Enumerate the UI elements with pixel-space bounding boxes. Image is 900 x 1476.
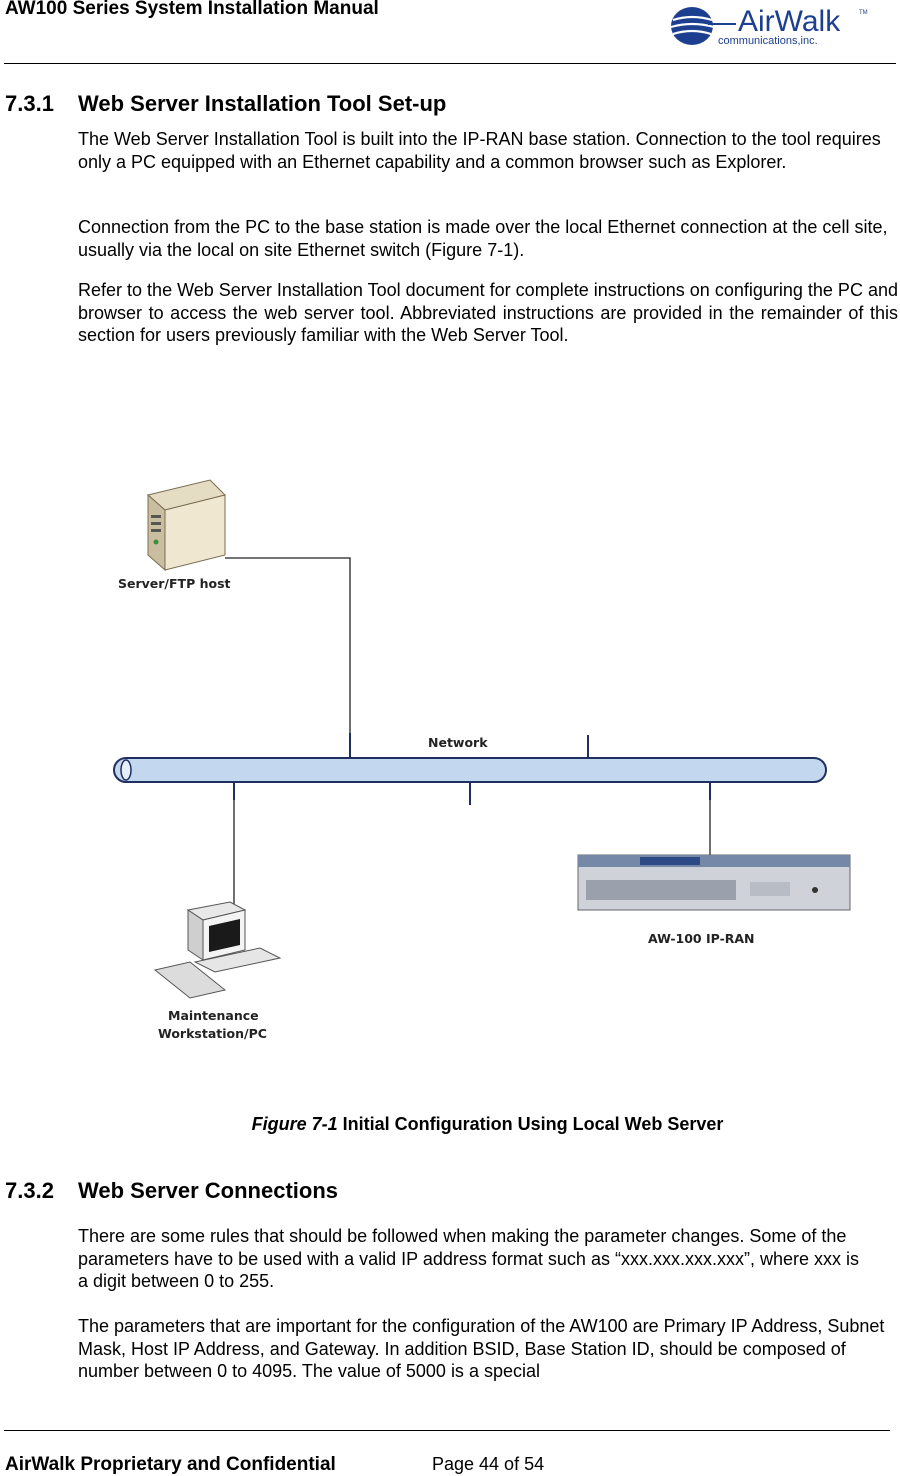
svg-text:communications,inc.: communications,inc.	[718, 35, 818, 47]
paragraph: Connection from the PC to the base stati…	[78, 217, 888, 260]
section-number: 7.3.1	[5, 91, 54, 116]
footer-confidential: AirWalk Proprietary and Confidential	[5, 1454, 336, 1475]
label-server: Server/FTP host	[118, 576, 231, 591]
section-number: 7.3.2	[5, 1178, 54, 1203]
figure-caption: Figure 7-1 Initial Configuration Using L…	[0, 1114, 900, 1135]
network-diagram: Server/FTP host Network AW-100 IP-RAN Ma…	[113, 479, 851, 1041]
figure-caption-text: Initial Configuration Using Local Web Se…	[342, 1114, 724, 1134]
section-title: Web Server Installation Tool Set-up	[78, 91, 447, 116]
header-rule	[4, 63, 896, 64]
paragraph: The Web Server Installation Tool is buil…	[78, 129, 881, 172]
svg-text:TM: TM	[859, 10, 868, 16]
document-header-title: AW100 Series System Installation Manual	[5, 0, 379, 19]
label-network: Network	[428, 735, 488, 750]
section-title: Web Server Connections	[78, 1178, 338, 1203]
paragraph: There are some rules that should be foll…	[78, 1226, 859, 1291]
figure-caption-number: Figure 7-1	[251, 1114, 338, 1134]
network-cable	[113, 757, 827, 783]
svg-text:AirWalk: AirWalk	[738, 5, 841, 38]
paragraph: The parameters that are important for th…	[78, 1316, 885, 1381]
airwalk-logo: AirWalk TM communications,inc.	[670, 5, 868, 47]
label-workstation: Workstation/PC	[158, 1026, 267, 1041]
label-workstation: Maintenance	[168, 1008, 259, 1023]
paragraph: Refer to the Web Server Installation Too…	[78, 280, 898, 345]
workstation-icon	[153, 901, 282, 999]
footer-rule	[4, 1430, 890, 1431]
server-icon	[146, 479, 226, 572]
footer-page-number: Page 44 of 54	[432, 1454, 545, 1474]
ip-ran-unit-icon	[577, 854, 851, 911]
server-link	[225, 557, 351, 760]
label-ran: AW-100 IP-RAN	[648, 931, 755, 946]
